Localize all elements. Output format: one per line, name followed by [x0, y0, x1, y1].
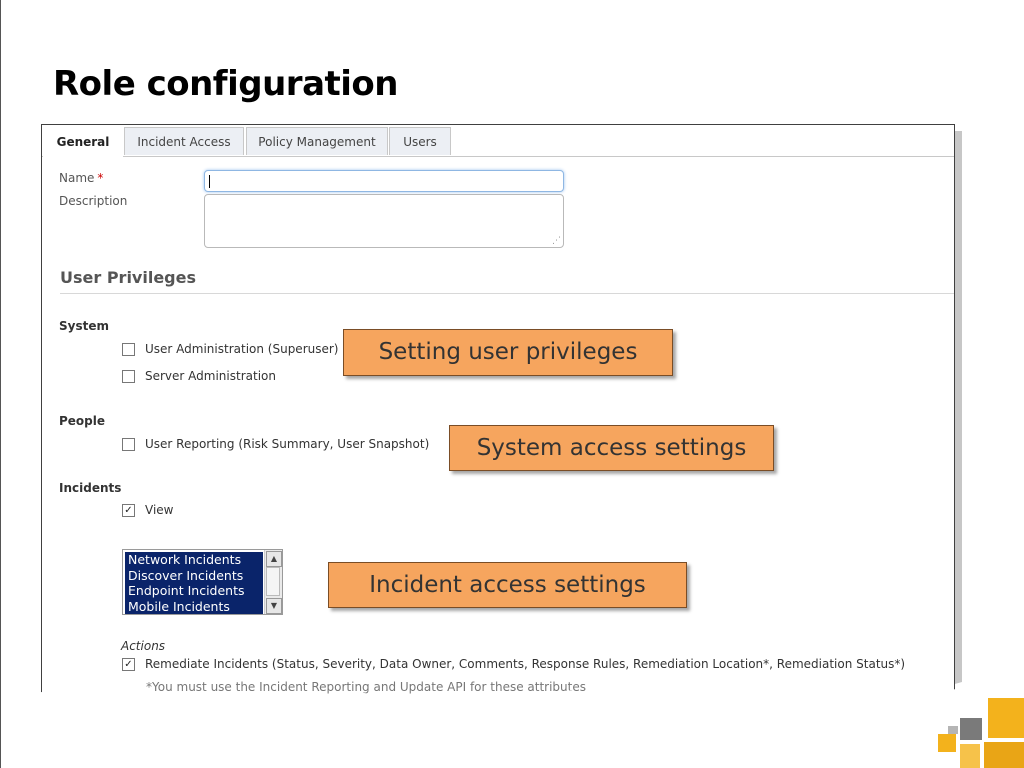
api-footnote: *You must use the Incident Reporting and… [146, 680, 586, 694]
checkbox-box[interactable] [122, 343, 135, 356]
required-marker: * [97, 171, 104, 185]
checkbox-label: User Administration (Superuser) [145, 342, 339, 356]
description-label: Description [59, 194, 128, 208]
tab-general[interactable]: General [43, 127, 123, 157]
listbox-scrollbar[interactable]: ▲ ▼ [264, 550, 282, 614]
list-item[interactable]: Mobile Incidents [125, 598, 263, 614]
check-icon[interactable]: ✓ [122, 658, 135, 671]
actions-label: Actions [121, 639, 166, 653]
name-label: Name* [59, 171, 103, 185]
scroll-down-icon[interactable]: ▼ [266, 598, 282, 614]
description-textarea[interactable]: ⋰ [204, 194, 564, 248]
list-item[interactable]: Discover Incidents [125, 567, 263, 583]
deco-square [960, 718, 982, 740]
text-caret [209, 175, 210, 188]
scroll-thumb[interactable] [266, 567, 280, 596]
system-group-label: System [59, 319, 109, 333]
scroll-up-icon[interactable]: ▲ [266, 551, 282, 567]
checkbox-box[interactable] [122, 370, 135, 383]
incident-type-listbox[interactable]: Network Incidents Discover Incidents End… [122, 549, 283, 615]
deco-square [988, 698, 1024, 738]
checkbox-label: Server Administration [145, 369, 276, 383]
checkbox-label: User Reporting (Risk Summary, User Snaps… [145, 437, 430, 451]
checkbox-label: View [145, 503, 174, 517]
incidents-group-label: Incidents [59, 481, 122, 495]
role-configuration-screenshot: General Incident Access Policy Managemen… [41, 124, 955, 701]
resize-grip-icon[interactable]: ⋰ [552, 236, 561, 246]
list-item[interactable]: Endpoint Incidents [125, 583, 263, 599]
checkbox-box[interactable] [122, 438, 135, 451]
listbox-options: Network Incidents Discover Incidents End… [125, 552, 263, 614]
slide-title: Role configuration [53, 64, 398, 104]
checkbox-label: Remediate Incidents (Status, Severity, D… [145, 657, 906, 671]
tab-users[interactable]: Users [389, 127, 451, 155]
slide-left-border [0, 0, 1, 768]
list-item[interactable]: Network Incidents [125, 552, 263, 568]
section-divider [60, 293, 954, 294]
deco-square [960, 744, 980, 768]
deco-square [938, 734, 956, 752]
deco-square [948, 726, 958, 734]
tab-incident-access[interactable]: Incident Access [124, 127, 244, 155]
callout-incident-access-settings: Incident access settings [328, 562, 687, 608]
name-input[interactable] [204, 170, 564, 192]
user-privileges-heading: User Privileges [60, 268, 197, 287]
deco-square [984, 742, 1024, 768]
check-icon[interactable]: ✓ [122, 504, 135, 517]
callout-setting-user-privileges: Setting user privileges [343, 329, 673, 376]
tab-policy-management[interactable]: Policy Management [246, 127, 388, 155]
name-label-text: Name [59, 171, 95, 185]
callout-system-access-settings: System access settings [449, 425, 774, 471]
tab-bar: General Incident Access Policy Managemen… [42, 125, 954, 157]
people-group-label: People [59, 414, 106, 428]
